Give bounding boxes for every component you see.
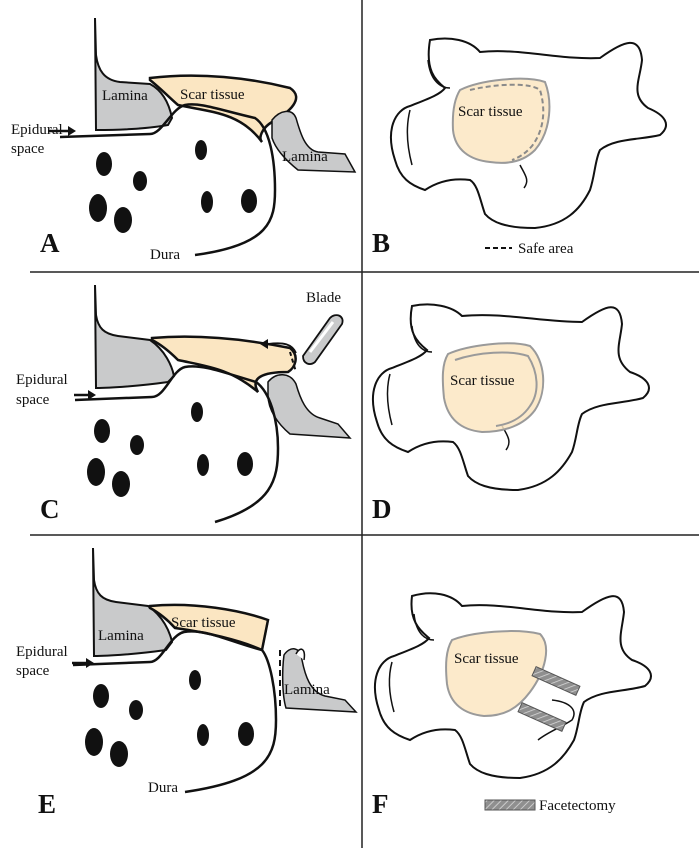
epidural-label-line2: space [16,663,50,679]
lamina-right-tip [295,648,306,661]
vertebra-inner-line [406,109,413,166]
facetectomy-legend-label: Facetectomy [539,798,616,814]
scar-tissue-label: Scar tissue [454,651,519,667]
epidural-label-line1: Epidural [11,122,63,138]
scar-tissue-area [441,342,545,434]
panel-f: Scar tissue Facetectomy F [372,592,652,819]
lamina-right-bone [281,648,358,713]
panel-dividers [30,0,699,848]
panel-letter-a: A [40,228,60,258]
epidural-label-line2: space [11,141,45,157]
scar-tissue [150,335,297,393]
panel-letter-c: C [40,494,60,524]
vertebra-inner-line [386,373,393,426]
blade-icon [302,314,344,365]
lamina-right-label: Lamina [282,149,328,165]
panel-letter-f: F [372,789,389,819]
safe-area-dashed [469,83,545,161]
safe-area-legend: Safe area [485,241,574,257]
vertebra-inner-line [537,699,575,741]
scar-tissue-area [445,630,548,718]
dura-outline [72,630,278,794]
epidural-arrow [48,126,76,136]
facetectomy-legend: Facetectomy [484,798,616,814]
lamina-right-label: Lamina [284,682,330,698]
vertebra-inner-line [413,613,435,641]
scar-tissue-label: Scar tissue [180,87,245,103]
lamina-right-bone [271,110,357,173]
scar-tissue [148,603,270,652]
vertebra-inner-line [519,164,528,189]
panel-letter-d: D [372,494,392,524]
scar-tissue-inner [454,351,538,427]
vertebra-outline [390,37,667,230]
lamina-left-bone [94,284,176,390]
panel-letter-b: B [372,228,390,258]
dura-label: Dura [150,247,180,263]
lamina-left-label: Lamina [102,88,148,104]
lamina-left-label: Lamina [98,628,144,644]
panel-d: Scar tissue D [372,303,650,524]
resection-lines-dashed [261,619,281,706]
cut-line-dashed [289,351,297,373]
lamina-right-bone [267,374,352,439]
vertebra-inner-line [427,59,451,89]
panel-letter-e: E [38,789,56,819]
blade-label: Blade [306,290,341,306]
vertebra-inner-line [411,325,433,353]
facetectomy-bars [517,666,581,732]
vertebra-outline [374,592,652,780]
lamina-left-bone [92,547,174,658]
dura-outline [74,365,280,524]
scar-tissue-label: Scar tissue [450,373,515,389]
scar-tissue-label: Scar tissue [458,104,523,120]
lamina-left-bone [94,17,174,132]
dura-label: Dura [148,780,178,796]
epidural-arrow [72,658,94,668]
epidural-label-line2: space [16,392,50,408]
panel-e: Lamina Scar tissue Lamina Epidural space… [16,547,358,819]
epidural-label-line1: Epidural [16,644,68,660]
vertebra-inner-line [388,661,395,713]
nerve-rootlets [85,670,254,767]
nerve-rootlets [89,140,257,233]
epidural-arrow [74,390,96,400]
nerve-rootlets [87,402,253,497]
panel-a: Lamina Scar tissue Lamina Epidural space… [11,17,357,263]
facetectomy-legend-swatch [484,799,536,811]
epidural-label-line1: Epidural [16,372,68,388]
panel-b: Scar tissue Safe area B [372,37,667,258]
rotation-arrow [260,339,297,354]
dura-outline [59,103,277,257]
scar-tissue-area [451,77,551,164]
scar-tissue-label: Scar tissue [171,615,236,631]
vertebra-outline [372,303,650,492]
safe-area-legend-label: Safe area [518,241,574,257]
panel-c: Blade Epidural space C [16,284,352,524]
